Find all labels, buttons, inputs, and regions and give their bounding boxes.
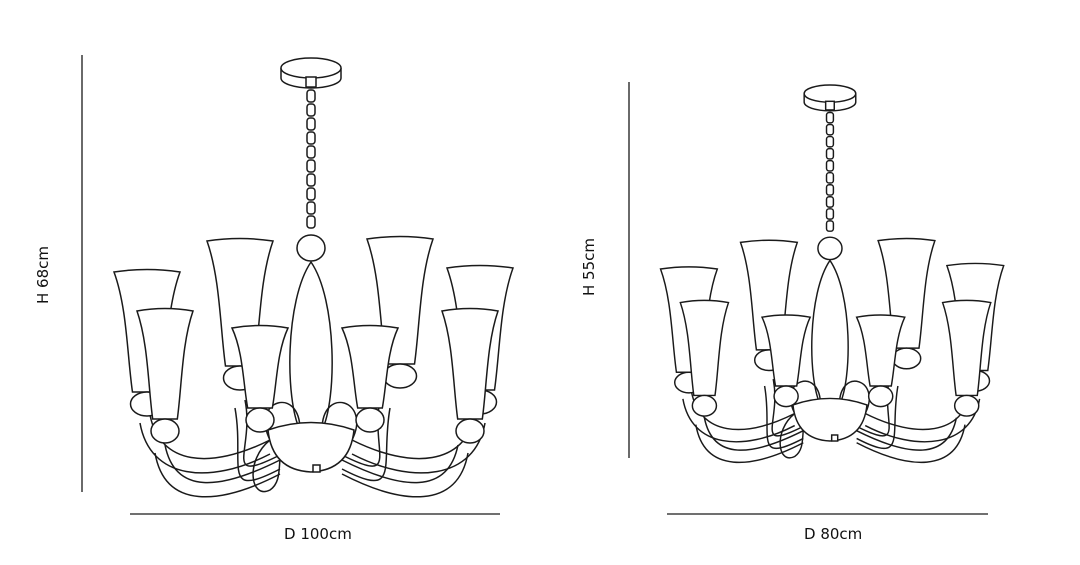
arm [856,417,958,451]
diameter-label-small: D 80cm [804,525,863,543]
chain-link [306,201,316,215]
chain-link [825,135,835,148]
chain-link [825,159,835,172]
chain-link [306,103,316,117]
glass-shade [230,324,290,409]
diameter-label-large: D 100cm [284,525,352,543]
arm [154,452,281,498]
column-finial [817,236,843,261]
chain-link [306,117,316,131]
height-label-large: H 68cm [34,246,52,304]
center-bowl [267,421,355,473]
arm [763,385,804,450]
arm [856,424,966,464]
arm [234,407,281,482]
chain-link [825,171,835,184]
loop [838,380,871,414]
bowl-finial [312,464,321,473]
arm [341,444,459,484]
glass-shade [941,299,992,397]
glass-shade [760,314,812,387]
chain-link [306,173,316,187]
arm-ball [355,407,385,433]
chain-link [825,184,835,196]
chain-link [306,131,316,145]
arm-ball [455,418,485,444]
canopy-hook [305,76,317,88]
arm [341,452,469,498]
chain-link [306,89,316,103]
glass-shade [855,314,906,387]
canopy-hook [824,100,835,111]
center-bowl [792,397,868,442]
arm [856,385,899,450]
chain-link [825,147,835,160]
chain-link [306,215,316,229]
arm [695,424,804,464]
arm-ball [953,394,980,417]
arm [139,422,271,474]
arm-ball [691,394,718,417]
height-label-small: H 55cm [580,238,598,296]
loop [321,401,358,441]
chain-link [825,220,835,232]
column-finial [296,234,326,262]
arm [341,407,391,482]
chain-link [306,187,316,201]
arm-ball [150,418,180,444]
arm [703,417,804,451]
glass-shade [136,307,194,420]
canopy-top [803,84,857,103]
central-column [811,259,849,406]
chandelier-small [659,84,1005,464]
chain-link [825,111,835,124]
arm-ball [773,385,799,408]
glass-shade [441,307,499,420]
arm [164,444,281,484]
chain-link [825,123,835,136]
central-column [289,260,333,431]
chain-link [306,145,316,159]
glass-shade [340,324,400,409]
arm [682,398,796,443]
chain-link [306,159,316,173]
chandelier-large [112,57,515,498]
chain-link [825,196,835,208]
canopy-top [280,57,342,79]
arm-ball [867,385,894,408]
bowl-finial [830,434,839,442]
chain-link [825,208,835,220]
arm-ball [245,407,275,433]
glass-shade [679,299,730,397]
